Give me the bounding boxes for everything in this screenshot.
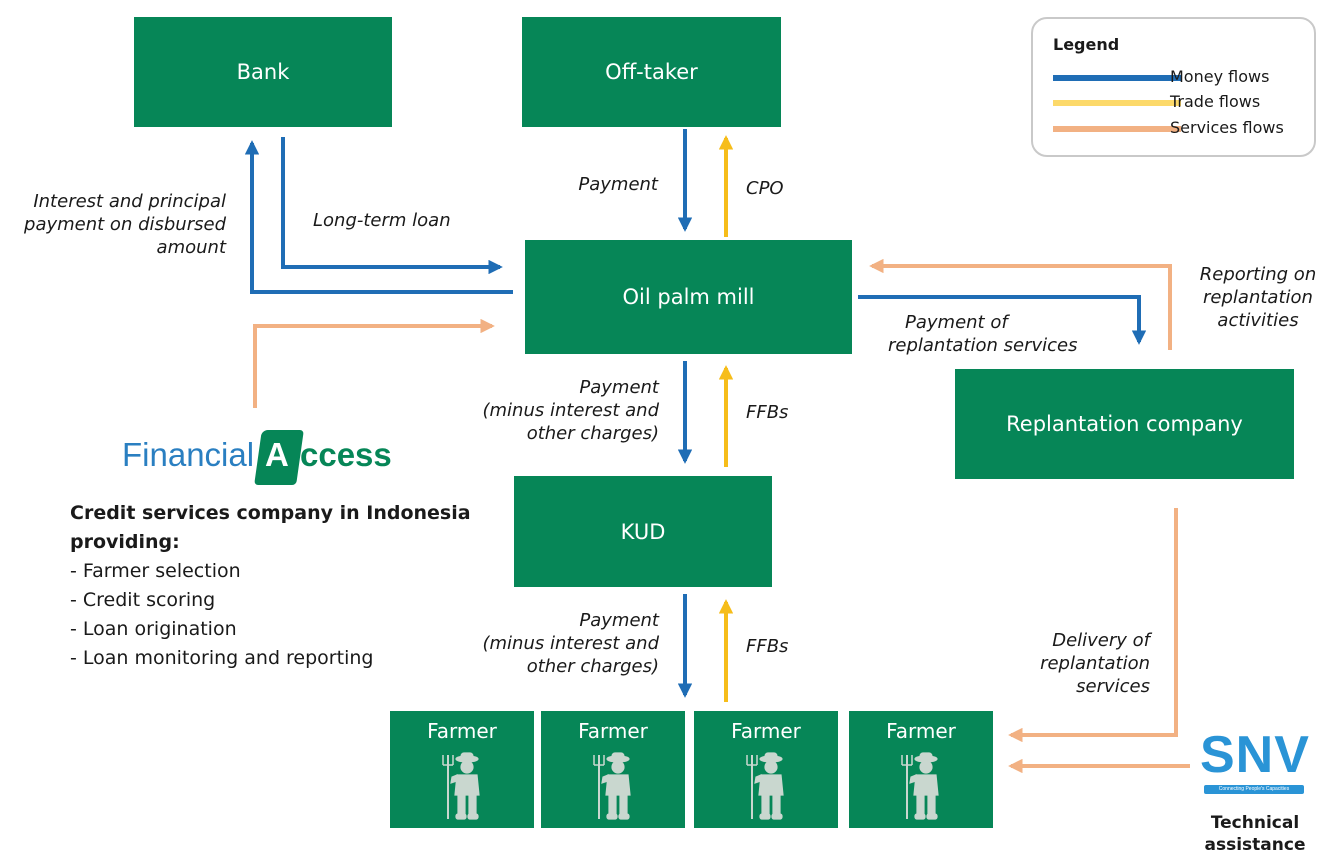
legend-services-label: Services flows	[1170, 118, 1284, 137]
arrow-payment-replantation	[858, 295, 1147, 345]
label-payment-kud-farmers: Payment (minus interest and other charge…	[482, 610, 659, 677]
financial-access-heading: providing:	[70, 531, 180, 553]
farmer-node: Farmer	[849, 711, 993, 828]
snv-logo-text: SNV	[1200, 726, 1310, 784]
kud-label: KUD	[620, 519, 666, 544]
farmer-icon	[746, 752, 784, 820]
financial-access-logo-part2: ccess	[300, 436, 392, 473]
legend-title: Legend	[1053, 35, 1120, 54]
bank-node: Bank	[134, 17, 392, 127]
legend-services-swatch	[1053, 126, 1181, 132]
legend: Legend Money flows Trade flows Services …	[1031, 17, 1316, 157]
service-item: - Farmer selection	[70, 560, 241, 582]
arrow-interest-payment	[244, 140, 513, 294]
service-item: - Credit scoring	[70, 589, 216, 611]
label-ffbs-farmers-kud: FFBs	[746, 636, 789, 657]
offtaker-node: Off-taker	[522, 17, 781, 127]
label-ffbs-kud-mill: FFBs	[746, 402, 789, 423]
snv-logo: SNV Connecting People's Capacities	[1200, 726, 1309, 795]
farmer-icon	[593, 752, 631, 820]
offtaker-label: Off-taker	[605, 60, 698, 84]
farmer-icon	[442, 752, 480, 820]
legend-trade-swatch	[1053, 100, 1181, 106]
financial-access-logo-letter: A	[265, 436, 289, 473]
kud-node: KUD	[514, 476, 772, 587]
bank-label: Bank	[236, 60, 290, 84]
legend-money-swatch	[1053, 75, 1181, 81]
label-payment-mill-kud: Payment (minus interest and other charge…	[482, 377, 659, 444]
financial-access-heading: Credit services company in Indonesia	[70, 502, 471, 524]
legend-money-label: Money flows	[1170, 67, 1270, 86]
arrow-long-term-loan	[281, 137, 503, 275]
financial-access-logo: Financial A ccess	[122, 428, 392, 488]
farmer-label: Farmer	[578, 719, 648, 743]
farmer-label: Farmer	[427, 719, 497, 743]
label-delivery-replantation: Delivery of replantation services	[1040, 630, 1150, 697]
mill-node: Oil palm mill	[525, 240, 852, 354]
arrow-financial-access-services	[253, 318, 495, 408]
mill-label: Oil palm mill	[622, 285, 755, 309]
label-cpo: CPO	[746, 178, 784, 199]
arrow-delivery-replantation	[1008, 508, 1178, 743]
farmer-node: Farmer	[694, 711, 838, 828]
technical-assistance-caption: Technical assistance	[1204, 813, 1306, 855]
farmer-icon	[901, 752, 939, 820]
label-payment-replantation: Payment of replantation services	[888, 312, 1078, 356]
label-long-term-loan: Long-term loan	[313, 210, 451, 231]
legend-trade-label: Trade flows	[1170, 92, 1261, 111]
label-reporting-replantation: Reporting on replantation activities	[1199, 264, 1317, 331]
service-item: - Loan monitoring and reporting	[70, 647, 374, 669]
replantation-node: Replantation company	[955, 369, 1294, 479]
service-item: - Loan origination	[70, 618, 237, 640]
label-payment-offtaker: Payment	[578, 174, 658, 195]
label-interest-payment: Interest and principal payment on disbur…	[24, 191, 226, 258]
snv-tagline: Connecting People's Capacities	[1204, 785, 1304, 794]
farmer-label: Farmer	[886, 719, 956, 743]
farmer-node: Farmer	[541, 711, 685, 828]
arrow-reporting-replantation	[869, 258, 1172, 350]
financial-access-logo-part1: Financial	[122, 436, 255, 473]
farmer-label: Farmer	[731, 719, 801, 743]
replantation-label: Replantation company	[1006, 412, 1243, 436]
farmer-node: Farmer	[390, 711, 534, 828]
financial-access-description: Credit services company in Indonesia pro…	[70, 499, 471, 673]
